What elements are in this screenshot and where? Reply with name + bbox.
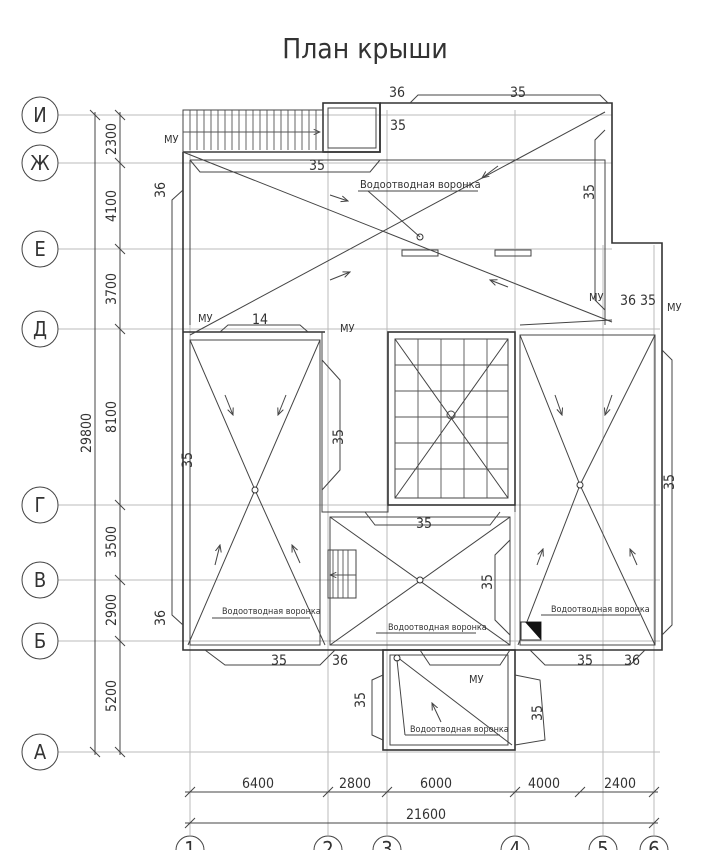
dim-4000: 4000 xyxy=(528,776,560,792)
dim-6400: 6400 xyxy=(242,776,274,792)
svg-text:35: 35 xyxy=(662,474,678,490)
svg-text:Е: Е xyxy=(34,237,45,261)
svg-text:В: В xyxy=(34,568,46,592)
dim-5200: 5200 xyxy=(104,680,120,712)
svg-text:Б: Б xyxy=(34,629,46,653)
svg-text:Ж: Ж xyxy=(30,151,50,175)
dim-total-29800: 29800 xyxy=(79,413,95,453)
axis-marker-g: Г xyxy=(21,486,59,524)
svg-text:35: 35 xyxy=(640,293,656,309)
dim-4100: 4100 xyxy=(104,190,120,222)
slope-arrows xyxy=(214,165,638,723)
axis-marker-i: И xyxy=(21,96,59,134)
svg-text:35: 35 xyxy=(353,692,369,708)
stair-hatch xyxy=(183,110,320,150)
axis-marker-3: 3 xyxy=(381,837,392,850)
dim-6000: 6000 xyxy=(420,776,452,792)
svg-text:35: 35 xyxy=(390,118,406,134)
axis-marker-a: А xyxy=(21,733,59,771)
roof-outline xyxy=(171,94,673,751)
svg-text:А: А xyxy=(34,740,47,764)
column-axis-markers: 1 2 3 4 5 6 xyxy=(175,835,669,850)
horizontal-dimensions: 6400 2800 6000 4000 2400 21600 xyxy=(184,776,660,829)
roof-slope-lines xyxy=(182,111,656,746)
svg-text:МУ: МУ xyxy=(589,291,604,304)
dim-3500: 3500 xyxy=(104,526,120,558)
axis-marker-zh: Ж xyxy=(21,144,59,182)
drawing-title: План крыши xyxy=(282,32,447,65)
svg-text:МУ: МУ xyxy=(667,301,682,314)
svg-text:14: 14 xyxy=(252,312,268,328)
svg-text:36: 36 xyxy=(620,293,636,309)
drain-label-top: Водоотводная воронка xyxy=(360,178,481,191)
svg-text:35: 35 xyxy=(480,574,496,590)
axis-marker-d: Д xyxy=(21,310,59,348)
axis-marker-6: 6 xyxy=(648,837,659,850)
mu-labels: МУ МУ МУ МУ МУ МУ xyxy=(164,133,682,686)
svg-text:35: 35 xyxy=(416,516,432,532)
svg-text:МУ: МУ xyxy=(198,312,213,325)
axis-marker-b: Б xyxy=(21,622,59,660)
svg-text:36: 36 xyxy=(624,653,640,669)
svg-text:36: 36 xyxy=(153,182,169,198)
axis-marker-4: 4 xyxy=(509,837,520,850)
axis-marker-5: 5 xyxy=(597,837,608,850)
svg-text:36: 36 xyxy=(389,85,405,101)
dim-total-21600: 21600 xyxy=(406,807,446,823)
svg-text:35: 35 xyxy=(577,653,593,669)
dim-2900: 2900 xyxy=(104,594,120,626)
svg-text:Д: Д xyxy=(33,317,47,341)
slope-values: 36 35 35 35 36 35 36 35 14 35 35 35 35 3… xyxy=(153,85,678,721)
dim-2800: 2800 xyxy=(339,776,371,792)
dim-2400: 2400 xyxy=(604,776,636,792)
grid-lines xyxy=(58,110,660,835)
drain-label-center: Водоотводная воронка xyxy=(388,623,487,633)
drain-label-right: Водоотводная воронка xyxy=(551,605,650,615)
drain-label-porch: Водоотводная воронка xyxy=(410,725,509,735)
row-axis-markers: И Ж Е Д Г В Б А xyxy=(21,96,59,771)
svg-text:МУ: МУ xyxy=(469,673,484,686)
svg-text:35: 35 xyxy=(582,184,598,200)
axis-marker-e: Е xyxy=(21,230,59,268)
svg-text:35: 35 xyxy=(271,653,287,669)
axis-marker-2: 2 xyxy=(322,837,333,850)
svg-text:МУ: МУ xyxy=(340,322,355,335)
svg-text:35: 35 xyxy=(530,705,546,721)
axis-marker-1: 1 xyxy=(184,837,195,850)
small-stair xyxy=(327,549,357,599)
svg-text:35: 35 xyxy=(180,452,196,468)
drain-labels: Водоотводная воронка Водоотводная воронк… xyxy=(212,178,650,736)
svg-text:МУ: МУ xyxy=(164,133,179,146)
svg-text:Г: Г xyxy=(35,493,46,517)
svg-text:36: 36 xyxy=(153,610,169,626)
svg-text:36: 36 xyxy=(332,653,348,669)
svg-text:35: 35 xyxy=(510,85,526,101)
dim-2300: 2300 xyxy=(104,123,120,155)
svg-text:35: 35 xyxy=(331,429,347,445)
dim-3700: 3700 xyxy=(104,273,120,305)
axis-marker-v: В xyxy=(21,561,59,599)
drain-label-left: Водоотводная воронка xyxy=(222,607,321,617)
svg-text:И: И xyxy=(33,103,46,127)
dim-8100: 8100 xyxy=(104,401,120,433)
vertical-dimensions: 2300 4100 3700 8100 3500 2900 5200 29800 xyxy=(79,109,126,758)
svg-text:35: 35 xyxy=(309,158,325,174)
skylight xyxy=(387,331,516,506)
